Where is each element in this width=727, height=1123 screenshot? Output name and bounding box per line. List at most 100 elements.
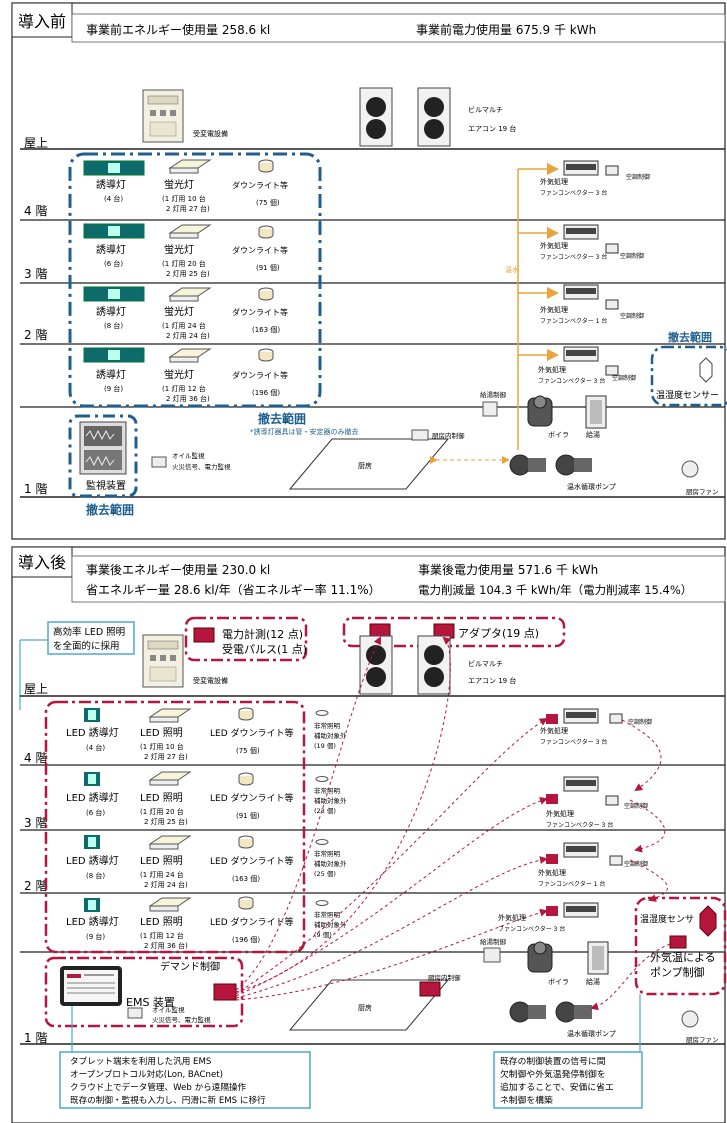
outside-temp-line2: ポンプ制御: [650, 965, 705, 979]
monitor-label: 監視装置: [86, 479, 126, 492]
exit-sign-icon: [108, 226, 120, 236]
led-exit-label: LED 誘導灯: [66, 726, 119, 739]
boiler-control-icon: [482, 401, 498, 417]
led-tube-icon: [149, 843, 179, 850]
led-downlight-label: LED ダウンライト等: [210, 727, 294, 739]
emergency-light-label: 非常照明: [314, 849, 341, 858]
removal-label-monitor: 撤去範囲: [86, 502, 134, 517]
downlight-icon: [258, 291, 274, 301]
floor-row-4: 誘導灯 (4 台) 蛍光灯 (1 灯用 10 台 2 灯用 27 台) ダウンラ…: [83, 159, 288, 213]
kitchen-floor-icon: [288, 438, 450, 490]
downlight-count: (163 個): [252, 325, 280, 334]
led-downlight-count: (163 個): [232, 874, 260, 883]
kitchen-floor-icon: [288, 979, 450, 1031]
led-light-count: 2 灯用 24 台): [144, 880, 188, 889]
ems-note-line: オープンプロトコル対応(Lon, BACnet): [70, 1068, 223, 1080]
led-light-count: (1 灯用 24 台: [140, 870, 184, 879]
after-summary-box: [71, 555, 726, 603]
led-downlight-label: LED ダウンライト等: [210, 792, 294, 804]
fan-convector-3: 外気処理 ファンコンベクター 3 台 空調制御: [546, 776, 648, 829]
oil-monitor-label: オイル監視: [172, 451, 205, 460]
led-downlight-icon: [238, 900, 254, 910]
led-exit-label: LED 誘導灯: [66, 854, 119, 867]
ac-control-label: 空調制御: [624, 802, 648, 810]
led-exit-sign-icon: [88, 710, 96, 720]
before-energy: 事業前エネルギー使用量 258.6 kl: [86, 22, 270, 37]
ac-outdoor-unit-icon: [359, 635, 451, 695]
led-downlight-count: (196 個): [232, 935, 260, 944]
led-exit-sign-icon: [88, 774, 96, 784]
pump-control-box: [634, 896, 727, 996]
ac-control-label: 空調制御: [620, 312, 644, 320]
fan-convector-4: 外気処理 ファンコンベクター 3 台 空調制御: [540, 708, 652, 746]
boiler-control-icon: [483, 947, 501, 963]
kitchen-fan-label: 厨房ファン: [686, 1035, 719, 1044]
fan-convector-1: 外気処理 ファンコンベクター 3 台 空調制御: [538, 346, 636, 385]
kitchen-control-label: 厨房内制御: [428, 973, 461, 982]
adapter-label: アダプタ(19 点): [458, 626, 539, 640]
after-power: 事業後電力使用量 571.6 千 kWh: [418, 562, 598, 577]
led-exit-count: (8 台): [86, 871, 105, 880]
kitchen-fan-label: 厨房ファン: [686, 487, 719, 496]
after-panel: 導入後 事業後エネルギー使用量 230.0 kl 事業後電力使用量 571.6 …: [11, 546, 727, 1123]
ac-name: ビルマルチ: [468, 105, 503, 114]
downlight-count: (75 個): [256, 198, 280, 207]
kitchen-fan-icon: [681, 460, 699, 478]
led-light-label: LED 照明: [140, 727, 183, 739]
fluorescent-count: 2 灯用 27 台): [166, 204, 210, 213]
led-row-4: LED 誘導灯 (4 台) LED 照明 (1 灯用 10 台 2 灯用 27 …: [66, 707, 347, 761]
fan-count: ファンコンベクター 3 台: [498, 925, 565, 933]
ac-control-icon: [605, 365, 619, 376]
fan-count: ファンコンベクター 1 台: [540, 317, 607, 325]
adapter-icon: [546, 714, 558, 724]
emergency-light-label: 非常照明: [314, 786, 341, 795]
led-light-count: (1 灯用 20 台: [140, 807, 184, 816]
emergency-light-note: 補助対象外: [314, 731, 347, 740]
adapter-box: [342, 616, 566, 648]
ac-control-icon: [605, 243, 619, 254]
led-light-label: LED 照明: [140, 792, 183, 804]
before-heading: 導入前: [18, 12, 66, 31]
fluorescent-icon: [169, 295, 199, 302]
led-downlight-icon: [238, 839, 254, 849]
led-tube-icon: [149, 779, 179, 786]
hot-water-supply-label: 給湯: [586, 977, 600, 986]
led-exit-count: (9 台): [86, 932, 105, 941]
sensor-removal-box: [650, 345, 727, 407]
downlight-label: ダウンライト等: [232, 370, 288, 380]
led-downlight-count: (75 個): [236, 746, 260, 755]
ac-control-icon: [605, 299, 619, 310]
exit-sign-count: (4 台): [104, 194, 123, 203]
ac-control-icon: [609, 855, 623, 866]
fluorescent-count: (1 灯用 24 台: [162, 321, 206, 330]
led-light-count: 2 灯用 27 台): [144, 752, 188, 761]
ems-note-line: タブレット端末を利用した汎用 EMS: [70, 1055, 211, 1067]
transformer-label: 受変電設備: [193, 676, 228, 685]
fluorescent-label: 蛍光灯: [164, 178, 194, 191]
fan-label: 外気処理: [540, 726, 568, 735]
emergency-light-note: 補助対象外: [314, 859, 347, 868]
led-note-box: [47, 621, 135, 655]
led-downlight-label: LED ダウンライト等: [210, 855, 294, 867]
water-heater-icon: [585, 395, 607, 429]
led-exit-sign-icon: [88, 900, 96, 910]
ac-control-label: 空調制御: [612, 374, 636, 382]
led-exit-sign-icon: [88, 837, 96, 847]
before-panel: 導入前 事業前エネルギー使用量 258.6 kl 事業前電力使用量 675.9 …: [11, 2, 727, 540]
led-exit-count: (6 台): [86, 808, 105, 817]
before-summary-box: [71, 13, 726, 43]
power-meter-box: [184, 616, 308, 662]
sensor-label: 温湿度センサ: [640, 913, 694, 925]
fluorescent-icon: [169, 167, 199, 174]
transformer-icon: [142, 89, 184, 143]
exit-sign-icon: [108, 163, 120, 173]
after-energy: 事業後エネルギー使用量 230.0 kl: [86, 562, 270, 577]
kitchen-control-icon: [411, 429, 429, 441]
fluorescent-label: 蛍光灯: [164, 243, 194, 256]
pump-label: 温水循環ポンプ: [567, 482, 616, 491]
boiler-control-label: 給湯制御: [480, 937, 507, 946]
emergency-light-count: (9 個): [314, 930, 332, 939]
emergency-light-note: 補助対象外: [314, 920, 347, 929]
sensor-removal-label: 撤去範囲: [668, 330, 712, 344]
